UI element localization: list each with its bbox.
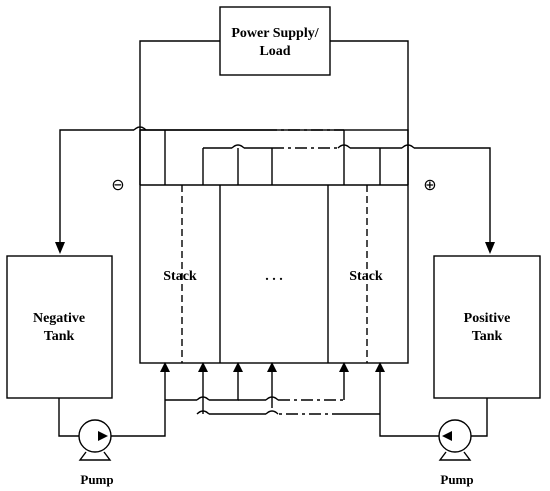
supply-arrow — [233, 362, 243, 372]
negative-tank — [6, 255, 113, 399]
line-crossing — [265, 410, 279, 415]
power-lead-positive — [330, 40, 409, 185]
line-crossing — [401, 144, 415, 149]
supply-arrow — [198, 362, 208, 372]
pump-right-flow-arrow — [442, 431, 452, 441]
negative-tank-outlet — [58, 398, 79, 437]
power-lead-negative — [139, 40, 220, 185]
positive-tank — [433, 255, 541, 399]
stack-frame — [139, 129, 409, 364]
return-line-negative — [59, 129, 134, 245]
negative-supply-branch — [209, 370, 239, 401]
negative-tank-label-line2: Tank — [44, 329, 75, 344]
supply-arrow — [160, 362, 170, 372]
power-supply-label-line1: Power Supply/ — [231, 26, 319, 41]
positive-tank-label-line2: Tank — [472, 329, 503, 344]
line-crossing — [133, 126, 147, 131]
line-crossing — [231, 144, 245, 149]
pump-left-flow-arrow — [98, 431, 108, 441]
positive-tank-outlet — [471, 398, 488, 437]
positive-terminal-icon: ⊕ — [423, 175, 436, 194]
stack-right-label: Stack — [349, 269, 383, 284]
stack-ellipsis: . . . — [265, 269, 283, 284]
line-crossing — [337, 144, 351, 149]
pump-left-icon — [78, 419, 112, 461]
pump-right-icon — [438, 419, 472, 461]
negative-supply-main — [111, 370, 166, 437]
arrow-into-positive-tank — [485, 242, 495, 254]
power-supply-box — [219, 6, 331, 76]
positive-tank-label-line1: Positive — [464, 311, 511, 326]
pump-left-label: Pump — [80, 472, 113, 487]
positive-supply-main — [379, 370, 439, 437]
supply-arrow — [267, 362, 277, 372]
supply-arrow — [339, 362, 349, 372]
return-line-positive — [414, 147, 491, 245]
stack-left-label: Stack — [163, 269, 197, 284]
power-supply-label-line2: Load — [259, 44, 290, 59]
supply-arrow — [375, 362, 385, 372]
arrow-into-negative-tank — [55, 242, 65, 254]
negative-tank-label-line1: Negative — [33, 311, 85, 326]
pump-right-label: Pump — [440, 472, 473, 487]
negative-terminal-icon: ⊖ — [111, 175, 124, 194]
